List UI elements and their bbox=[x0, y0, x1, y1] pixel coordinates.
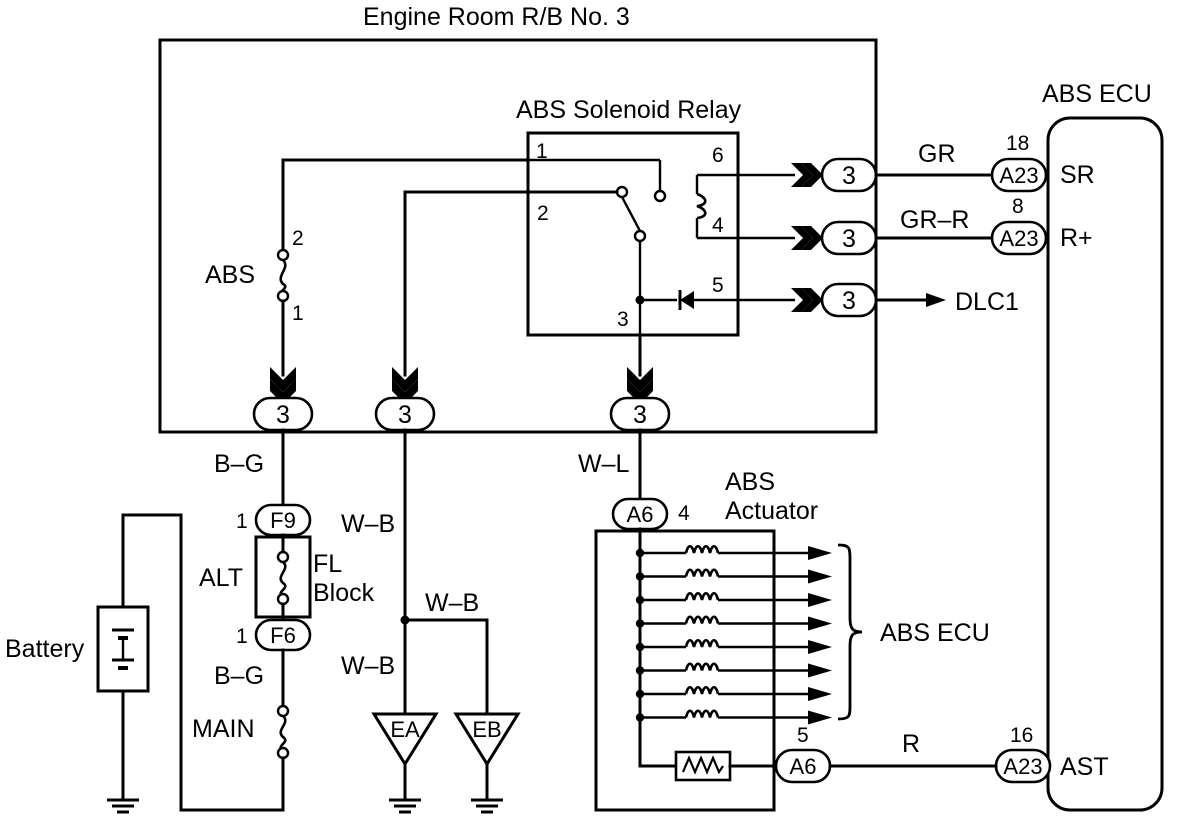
relay-pin-4: 4 bbox=[712, 214, 724, 237]
ecu-pin-8: 8 bbox=[1012, 195, 1024, 218]
connector-a23-sr: A23 bbox=[990, 157, 1048, 193]
svg-text:A6: A6 bbox=[627, 502, 654, 527]
actuator-solenoids bbox=[635, 544, 832, 725]
f9-pin: 1 bbox=[236, 510, 248, 533]
dlc1-arrow bbox=[926, 293, 946, 307]
connector-3-sr: 3 bbox=[820, 157, 878, 193]
connector-3-dlc1: 3 bbox=[820, 282, 878, 318]
fl-block-label-block: Block bbox=[313, 579, 375, 607]
connector-a23-ast: A23 bbox=[994, 748, 1052, 784]
wire-w-b-branch bbox=[403, 618, 489, 716]
battery-label: Battery bbox=[5, 635, 85, 663]
ground-eb: EB bbox=[453, 712, 521, 798]
ground-ea: EA bbox=[371, 712, 439, 798]
relay-coil bbox=[695, 173, 795, 240]
relay-pin-1: 1 bbox=[536, 140, 548, 163]
relay-pin-5: 5 bbox=[712, 274, 724, 297]
svg-text:F6: F6 bbox=[270, 623, 296, 648]
svg-text:3: 3 bbox=[842, 162, 856, 190]
fuse-abs bbox=[276, 158, 530, 377]
svg-text:A6: A6 bbox=[790, 754, 817, 779]
wire-b-g-label-lower: B–G bbox=[214, 662, 264, 690]
solenoid-row bbox=[635, 685, 832, 701]
wire-gr-label: GR bbox=[918, 140, 956, 168]
relay-pin-6: 6 bbox=[712, 144, 724, 167]
connector-3-pin3: 3 bbox=[609, 396, 671, 432]
ground-icon bbox=[105, 792, 141, 814]
wire-w-b-label-2: W–B bbox=[425, 589, 479, 617]
ecu-title: ABS ECU bbox=[1042, 80, 1152, 108]
ground-icon bbox=[469, 792, 505, 814]
solenoid-row bbox=[635, 662, 832, 678]
solenoid-row bbox=[635, 544, 832, 560]
relay-pin-3: 3 bbox=[617, 308, 629, 331]
fuse-abs-label: ABS bbox=[205, 261, 255, 289]
svg-text:3: 3 bbox=[633, 401, 647, 429]
connector-a6-bottom: A6 bbox=[774, 748, 832, 784]
fuse-alt-label: ALT bbox=[199, 564, 243, 592]
battery-symbol bbox=[96, 605, 150, 798]
solenoid-row bbox=[635, 709, 832, 725]
svg-text:A23: A23 bbox=[999, 226, 1038, 251]
ecu-terminal-rplus: R+ bbox=[1060, 224, 1093, 252]
fuse-main-label: MAIN bbox=[192, 715, 255, 743]
fuse-main bbox=[121, 513, 290, 812]
solenoid-row bbox=[635, 638, 832, 654]
svg-text:EA: EA bbox=[390, 717, 420, 742]
wire-gr-r-label: GR–R bbox=[900, 206, 969, 234]
ecu-pin-16: 16 bbox=[1010, 724, 1033, 747]
solenoid-row bbox=[635, 615, 832, 631]
connector-3-pin2: 3 bbox=[374, 396, 436, 432]
actuator-title-1: ABS bbox=[725, 468, 775, 496]
ecu-terminal-ast: AST bbox=[1060, 753, 1109, 781]
connector-3-rplus: 3 bbox=[820, 220, 878, 256]
ast-resistor bbox=[638, 750, 778, 782]
actuator-pin-4: 4 bbox=[678, 502, 690, 525]
wire-r-label: R bbox=[902, 730, 920, 758]
relay-pin2-wire bbox=[403, 190, 619, 377]
wire-w-b-label-1: W–B bbox=[341, 510, 395, 538]
svg-text:F9: F9 bbox=[270, 508, 296, 533]
wire-b-g-label-upper: B–G bbox=[214, 450, 264, 478]
relay-outline bbox=[526, 131, 740, 337]
connector-a6-top: A6 bbox=[611, 497, 669, 531]
ecu-pin-18: 18 bbox=[1006, 132, 1029, 155]
actuator-output-target: ABS ECU bbox=[880, 619, 990, 647]
relay-diode bbox=[635, 290, 795, 310]
actuator-pin-5: 5 bbox=[797, 724, 809, 747]
fuse-abs-pin-1: 1 bbox=[292, 302, 304, 325]
svg-text:3: 3 bbox=[398, 401, 412, 429]
wire-w-l-label: W–L bbox=[578, 450, 630, 478]
fuse-abs-pin-2: 2 bbox=[292, 227, 304, 250]
connector-f9: F9 bbox=[254, 503, 312, 537]
svg-text:3: 3 bbox=[842, 287, 856, 315]
relay-switch bbox=[528, 158, 667, 335]
ground-icon bbox=[387, 792, 423, 814]
svg-text:A23: A23 bbox=[1003, 754, 1042, 779]
svg-text:A23: A23 bbox=[999, 163, 1038, 188]
solenoid-row bbox=[635, 568, 832, 584]
actuator-title-2: Actuator bbox=[725, 497, 818, 525]
solenoid-row bbox=[635, 591, 832, 607]
connector-f6: F6 bbox=[254, 618, 312, 652]
fuse-alt bbox=[276, 533, 290, 622]
relay-title: ABS Solenoid Relay bbox=[516, 96, 742, 124]
dlc1-label: DLC1 bbox=[955, 288, 1019, 316]
actuator-output-bracket bbox=[837, 543, 863, 721]
svg-text:3: 3 bbox=[276, 401, 290, 429]
ecu-outline bbox=[1046, 116, 1164, 812]
fl-block-label-fl: FL bbox=[313, 550, 342, 578]
svg-text:3: 3 bbox=[842, 225, 856, 253]
connector-3-abs-fuse: 3 bbox=[252, 396, 314, 432]
relay-pin-2: 2 bbox=[537, 202, 549, 225]
relay-block-title: Engine Room R/B No. 3 bbox=[363, 3, 630, 31]
connector-a23-rplus: A23 bbox=[990, 220, 1048, 256]
f6-pin: 1 bbox=[236, 625, 248, 648]
wire-w-b-label-3: W–B bbox=[341, 652, 395, 680]
svg-text:EB: EB bbox=[472, 717, 501, 742]
ecu-terminal-sr: SR bbox=[1060, 161, 1095, 189]
